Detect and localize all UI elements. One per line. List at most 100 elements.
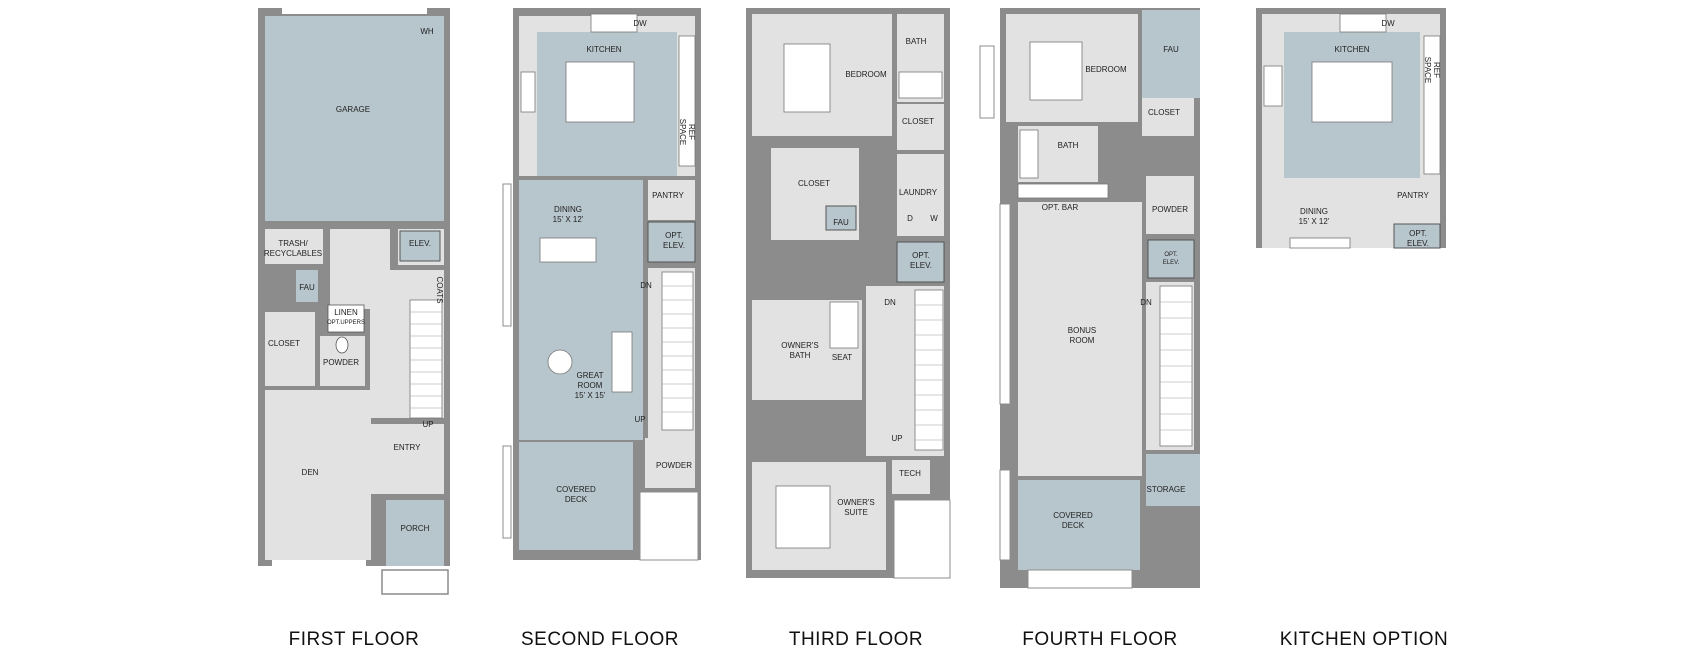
kitchen-option-label: KITCHEN [1334,45,1369,54]
owners-suite-label-1: OWNER'S [837,498,875,507]
opt-elev-label-kb: ELEV. [1407,239,1429,248]
opt-bar-label: OPT. BAR [1042,203,1079,212]
powder-label: POWDER [323,358,359,367]
opt-elev-label-3b: ELEV. [910,261,932,270]
stair-treads-1 [410,311,442,409]
powder-room-2 [645,438,695,488]
covered-deck-4 [1018,480,1140,570]
balcony-3 [893,499,951,579]
first-floor-plan: WH GARAGE TRASH/ RECYCLABLES ELEV. FAU L… [258,8,450,650]
kitchen-option-elevator [1393,223,1441,249]
bathtub-4 [1019,129,1039,179]
dn-label-4: DN [1140,298,1152,307]
bedroom-label-3: BEDROOM [845,70,887,79]
coats-label: COATS [435,277,444,304]
porch-label: PORCH [401,524,430,533]
elevator-room [399,230,441,262]
fau-room-3 [825,205,857,231]
opt-elev-label-4b: ELEV. [1163,260,1180,266]
pantry-label-k: PANTRY [1397,191,1429,200]
bed-4 [1029,41,1083,101]
second-floor-caption: SECOND FLOOR [521,629,679,650]
stair-treads-2 [662,285,693,413]
fourth-floor-plan: BEDROOM FAU CLOSET BATH OPT. BAR POWDER … [979,8,1200,650]
great-room-label-1: GREAT [577,371,604,380]
deck-label-2b: DECK [565,495,588,504]
great-room-label-2: ROOM [578,381,603,390]
laundry-label: LAUNDRY [899,188,938,197]
deck-label-4a: COVERED [1053,511,1093,520]
trash-room [265,229,323,264]
dw-label-k: DW [1381,19,1395,28]
bath-label-3: BATH [906,37,927,46]
great-room-size-label: 15' X 15' [575,391,606,400]
dining-size-label-k: 15' X 12' [1299,217,1330,226]
toilet-icon [335,336,349,354]
opt-elevator-2 [647,221,696,263]
owners-bath-label-2: BATH [790,351,811,360]
side-deck-2 [639,491,699,561]
dining-label-k: DINING [1300,207,1328,216]
closet-label-3a: CLOSET [902,117,934,126]
kitchen-option-island [1311,61,1393,123]
stair-treads-3 [915,304,943,441]
storage-label: STORAGE [1147,485,1186,494]
kitchen-option-plan: DW KITCHEN REF SPACE PANTRY DINING 15' X… [1256,8,1448,650]
tech-label: TECH [899,469,921,478]
window-bay-4 [979,45,995,119]
kitchen-island [565,61,635,123]
laundry-room-3 [897,154,944,236]
trash-label-2: RECYCLABLES [264,249,322,258]
ref-label-k1: REF [1432,62,1441,78]
deck-rail-4 [999,469,1011,561]
closet-label: CLOSET [268,339,300,348]
fau-room-4 [1142,10,1200,98]
fau-label-4: FAU [1163,45,1179,54]
closet-label-3b: CLOSET [798,179,830,188]
entry-room [371,424,444,494]
opt-elev-label-3a: OPT. [912,251,930,260]
bathtub-owner [829,301,859,349]
bonus-room-label-2: ROOM [1070,336,1095,345]
linen-sub-label: OPT.UPPERS [327,320,365,326]
pantry-label: PANTRY [652,191,684,200]
coffee-table [547,349,573,375]
dryer-label: D [907,214,913,223]
ref-label-2: SPACE [678,119,687,146]
tech-room [892,460,930,494]
ref-label-1: REF [687,124,696,140]
closet-label-4: CLOSET [1148,108,1180,117]
opt-elevator-3 [896,241,945,283]
opt-elev-label-4a: OPT. [1164,252,1178,258]
opt-elev-label-b: ELEV. [663,241,685,250]
elev-label: ELEV. [409,239,431,248]
first-floor-caption: FIRST FLOOR [289,629,420,650]
stair-2 [661,271,694,431]
fau-room [296,270,318,302]
powder-label-4: POWDER [1152,205,1188,214]
owners-bath-label-1: OWNER'S [781,341,819,350]
bath-label-4: BATH [1058,141,1079,150]
porch-room [386,500,444,566]
kitchen-label: KITCHEN [586,45,621,54]
trash-label-1: TRASH/ [278,239,308,248]
kitchen-option-cooktop [1263,65,1283,107]
den-room [265,390,371,560]
stair-1 [409,299,443,419]
porch-step [381,569,449,595]
den-label: DEN [302,468,319,477]
third-floor-caption: THIRD FLOOR [789,629,923,650]
kitchen-sink [590,13,638,33]
opt-bar-counter [1017,183,1109,199]
closet-room-4 [1142,98,1194,136]
powder-label-2: POWDER [656,461,692,470]
kitchen-option-sink [1339,13,1387,33]
garage-room [265,16,444,221]
dining-label: DINING [554,205,582,214]
up-label-2: UP [634,415,645,424]
bed-3 [783,43,831,113]
deck-label-4b: DECK [1062,521,1085,530]
fourth-floor-caption: FOURTH FLOOR [1022,629,1178,650]
storage-room [1146,454,1200,506]
